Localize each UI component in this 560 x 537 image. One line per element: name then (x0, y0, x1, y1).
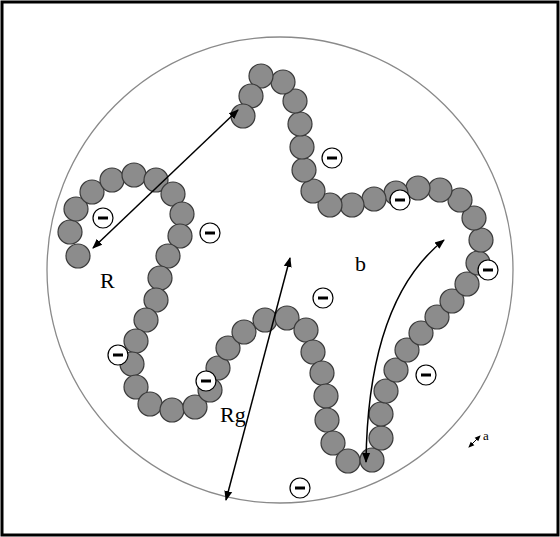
bead-size-arrow (469, 436, 480, 447)
bead-size-label: a (483, 429, 489, 442)
charge-markers (93, 148, 498, 498)
coil-boundary (47, 37, 513, 503)
end-to-end-arrow (93, 110, 238, 248)
end-to-end-label: R (100, 270, 115, 292)
segment-label: b (355, 253, 366, 275)
segment-length-arrow (366, 240, 444, 462)
gyration-radius-label: Rg (220, 404, 246, 426)
monomer-beads (58, 64, 493, 473)
gyration-radius-arrow (226, 258, 290, 500)
